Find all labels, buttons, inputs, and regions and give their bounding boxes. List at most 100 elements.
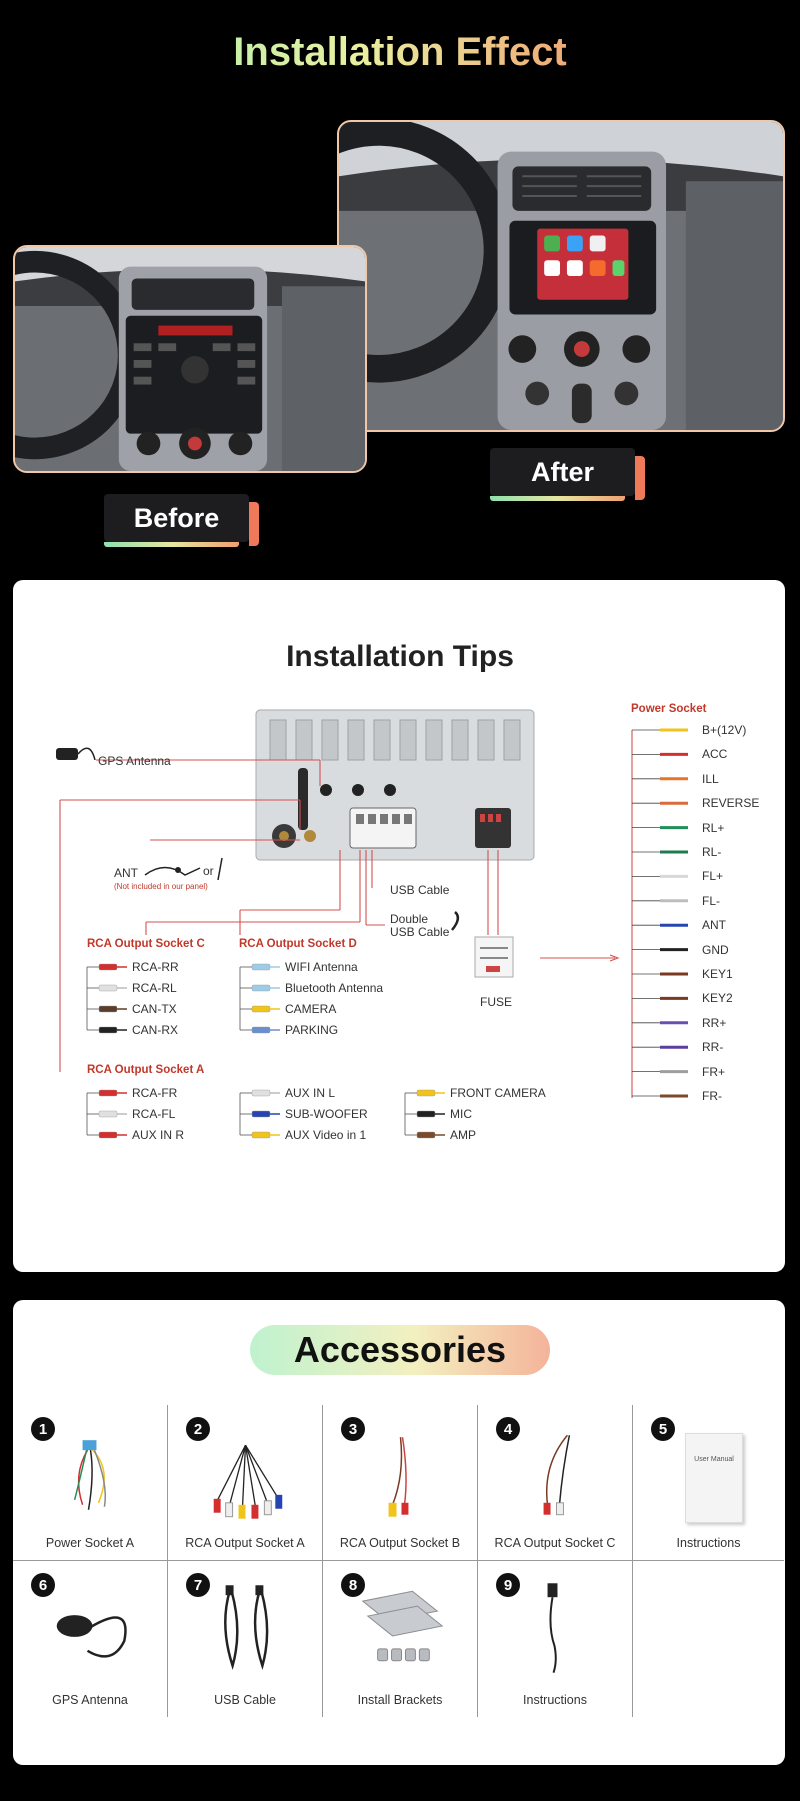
socket-d-connector-0 bbox=[251, 963, 271, 971]
socket-c-label: CAN-TX bbox=[132, 1002, 177, 1016]
accessory-item-4: 4 RCA Output Socket C bbox=[478, 1405, 633, 1561]
accessory-item-7: 7 USB Cable bbox=[168, 1561, 323, 1717]
ant-cable-icon bbox=[144, 857, 223, 881]
installation-tips-title: Installation Tips bbox=[286, 640, 514, 673]
rca-socket-b-icon bbox=[388, 1437, 409, 1517]
item-caption: RCA Output Socket B bbox=[339, 1536, 461, 1550]
socket-a-connector-2 bbox=[98, 1131, 118, 1139]
accessories-panel bbox=[13, 1300, 785, 1765]
item-caption: Install Brackets bbox=[357, 1693, 443, 1707]
gps-antenna-item-icon bbox=[56, 1615, 127, 1658]
power-wire-label: GND bbox=[702, 942, 729, 957]
socket-c-connector-3 bbox=[98, 1026, 118, 1034]
rca-socket-a-icon bbox=[213, 1444, 283, 1519]
accessory-item-5: 5 User Manual Instructions bbox=[633, 1405, 784, 1561]
socket-cam-connector-0 bbox=[416, 1089, 436, 1097]
power-wire-label: RR- bbox=[702, 1040, 724, 1055]
accessory-item-2: 2 RCA Output Socket A bbox=[168, 1405, 323, 1561]
socket-c-connector-0 bbox=[98, 963, 118, 971]
head-unit-back bbox=[255, 709, 535, 861]
accessories-grid: 1 Power Socket A 2 RCA Output Socket A 3… bbox=[13, 1405, 784, 1717]
socket-aux-connector-1 bbox=[251, 1110, 271, 1118]
socket-d-label: CAMERA bbox=[285, 1002, 337, 1016]
gps-antenna-label: GPS Antenna bbox=[98, 754, 171, 768]
item-number: 6 bbox=[31, 1573, 55, 1597]
item-number: 3 bbox=[341, 1417, 365, 1441]
socket-cam-label: FRONT CAMERA bbox=[450, 1086, 546, 1100]
power-wire-label: ANT bbox=[702, 918, 726, 933]
socket-cam-connector-1 bbox=[416, 1110, 436, 1118]
power-wire-label: ILL bbox=[702, 771, 719, 786]
socket-d-connector-2 bbox=[251, 1005, 271, 1013]
rca-socket-c-icon bbox=[543, 1434, 571, 1516]
manual-title: User Manual bbox=[694, 1456, 734, 1463]
fuse-label: FUSE bbox=[480, 995, 513, 1009]
install-brackets-icon bbox=[361, 1590, 444, 1662]
item-number: 2 bbox=[186, 1417, 210, 1441]
wiring-diagram bbox=[56, 709, 688, 1139]
socket-aux-connector-2 bbox=[251, 1131, 271, 1139]
socket-cam-label: MIC bbox=[450, 1107, 472, 1121]
or-label: or bbox=[203, 864, 214, 878]
power-wire-label: FR- bbox=[702, 1089, 722, 1103]
usb-cable-label: USB Cable bbox=[390, 883, 450, 897]
gps-antenna-icon bbox=[56, 747, 96, 761]
item-caption: Instructions bbox=[523, 1693, 587, 1707]
accessory-item-8: 8 Install Brackets bbox=[323, 1561, 478, 1717]
item-caption: USB Cable bbox=[214, 1693, 276, 1707]
double-usb-icon bbox=[451, 911, 460, 931]
item-number: 1 bbox=[31, 1417, 55, 1441]
item-caption: RCA Output Socket A bbox=[185, 1536, 305, 1550]
double-usb-label-1: Double bbox=[390, 912, 429, 926]
after-badge: After bbox=[490, 448, 645, 501]
accessory-item-1: 1 Power Socket A bbox=[13, 1405, 168, 1561]
socket-d-label: Bluetooth Antenna bbox=[285, 981, 384, 995]
socket-d-connector-1 bbox=[251, 984, 271, 992]
ant-label: ANT bbox=[114, 866, 138, 880]
socket-c-title: RCA Output Socket C bbox=[87, 938, 205, 950]
socket-d-title: RCA Output Socket D bbox=[239, 938, 357, 950]
instructions-cable-icon bbox=[547, 1583, 558, 1674]
power-wire-label: FR+ bbox=[702, 1064, 726, 1079]
socket-aux-label: AUX Video in 1 bbox=[285, 1128, 367, 1142]
item-number: 4 bbox=[496, 1417, 520, 1441]
power-wire-label: B+(12V) bbox=[702, 723, 747, 737]
power-wire-label: KEY1 bbox=[702, 967, 733, 981]
socket-cam-label: AMP bbox=[450, 1128, 477, 1142]
after-photo bbox=[337, 120, 785, 432]
socket-c-label: RCA-RL bbox=[132, 981, 177, 995]
power-wire-label: RR+ bbox=[702, 1015, 727, 1030]
user-manual-icon: User Manual bbox=[685, 1433, 743, 1523]
socket-d-connector-3 bbox=[251, 1026, 271, 1034]
socket-c-label: CAN-RX bbox=[132, 1023, 179, 1037]
socket-c-label: RCA-RR bbox=[132, 960, 179, 974]
accessory-item-6: 6 GPS Antenna bbox=[13, 1561, 168, 1717]
before-photo bbox=[13, 245, 367, 473]
power-wire-label: ACC bbox=[702, 747, 728, 762]
before-badge: Before bbox=[104, 494, 259, 547]
power-wire-label: FL+ bbox=[702, 869, 724, 884]
power-socket-leaders bbox=[632, 728, 688, 1098]
installation-effect-title: Installation Effect bbox=[0, 30, 800, 75]
socket-c-connector-1 bbox=[98, 984, 118, 992]
item-caption: Instructions bbox=[676, 1536, 741, 1550]
power-wire-label: RL+ bbox=[702, 820, 725, 835]
socket-a-label: RCA-FR bbox=[132, 1086, 178, 1100]
socket-a-connector-1 bbox=[98, 1110, 118, 1118]
power-socket-title: Power Socket bbox=[631, 703, 707, 715]
not-included-note: (Not included in our panel) bbox=[114, 882, 208, 891]
socket-c-connector-2 bbox=[98, 1005, 118, 1013]
socket-leaders bbox=[86, 963, 445, 1139]
socket-a-title: RCA Output Socket A bbox=[87, 1064, 205, 1076]
socket-d-label: PARKING bbox=[285, 1023, 339, 1037]
power-wire-label: KEY2 bbox=[702, 991, 733, 1006]
item-number: 5 bbox=[651, 1417, 675, 1441]
double-usb-label-2: USB Cable bbox=[390, 925, 450, 939]
usb-cable-item-icon bbox=[224, 1585, 269, 1670]
socket-a-label: RCA-FL bbox=[132, 1107, 176, 1121]
power-wire-label: REVERSE bbox=[702, 796, 760, 811]
power-socket-icon bbox=[73, 1440, 107, 1510]
item-caption: Power Socket A bbox=[45, 1536, 135, 1550]
accessory-empty-cell bbox=[633, 1561, 784, 1717]
